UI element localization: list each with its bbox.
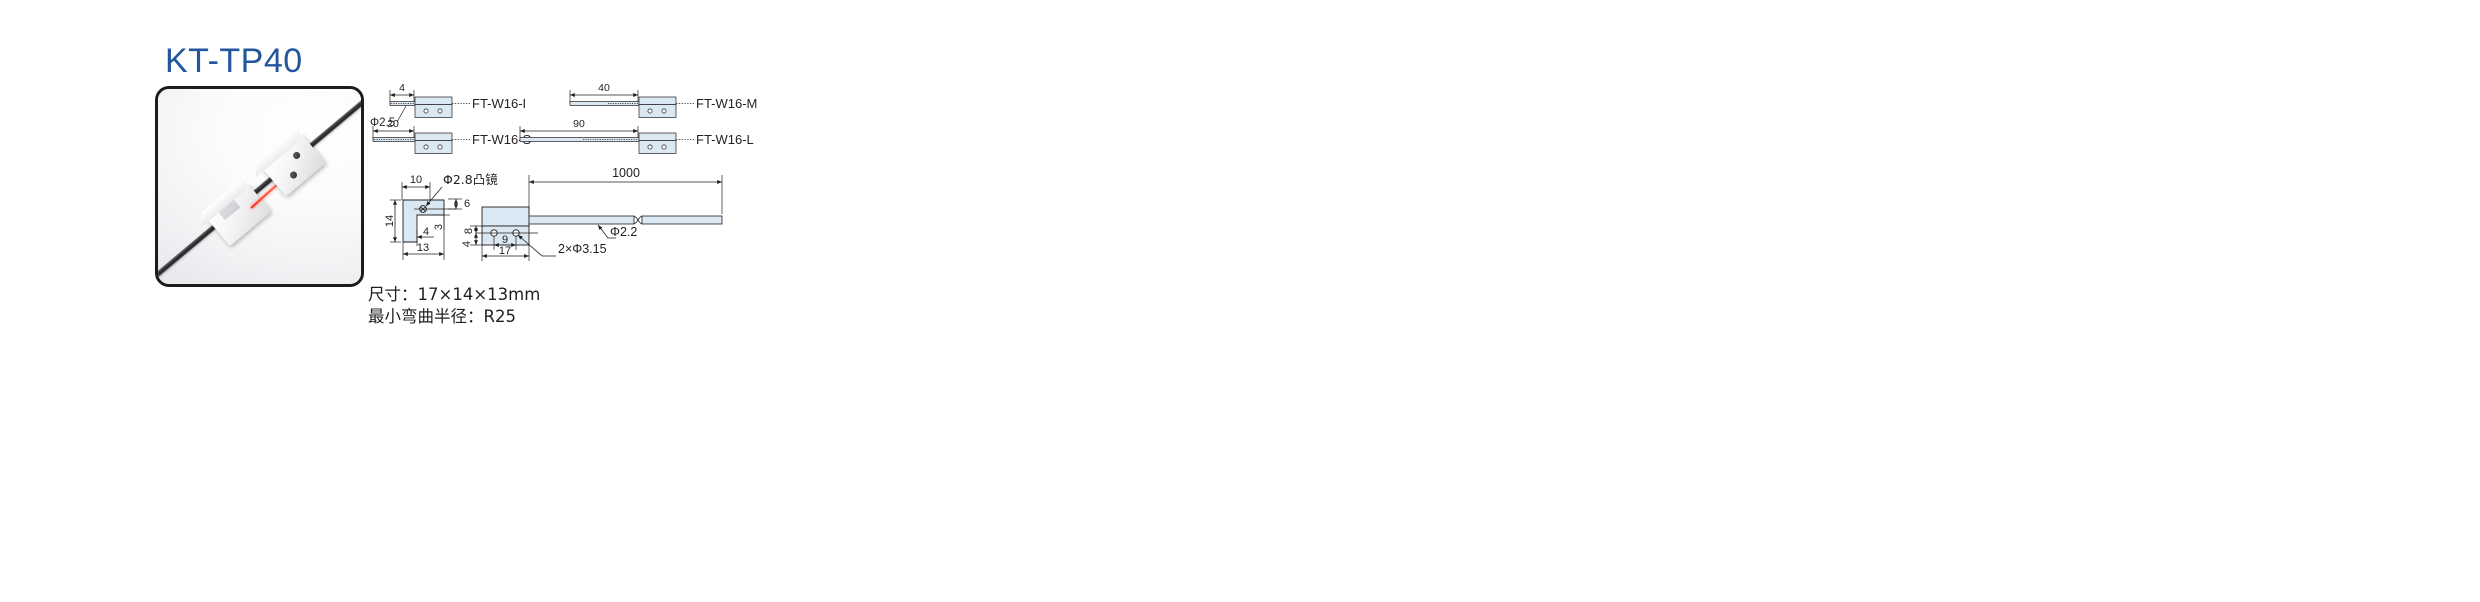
technical-drawings: 4 FT-W16-I Φ2.5 40 xyxy=(370,70,790,340)
dim-label-6: 6 xyxy=(464,198,470,210)
variant-label-ft-w16-m: FT-W16-M xyxy=(696,96,757,111)
dim-label-phi25: Φ2.5 xyxy=(370,117,395,129)
dim-label-20: 20 xyxy=(387,118,399,130)
dim-label-17: 17 xyxy=(499,245,511,257)
dim-label-4-front: 4 xyxy=(461,241,473,247)
variant-drawing-ft-w16-s: 20 FT-W16-S xyxy=(372,118,532,154)
spec-bend-radius: 最小弯曲半径：R25 xyxy=(368,307,516,326)
dim-label-14: 14 xyxy=(384,215,396,227)
variant-label-ft-w16-s: FT-W16-S xyxy=(472,132,532,147)
dim-label-8: 8 xyxy=(463,228,475,234)
variant-drawing-ft-w16-m: 40 FT-W16-M xyxy=(569,82,757,118)
dim-label-10: 10 xyxy=(410,174,422,186)
dim-label-4-foot: 4 xyxy=(423,226,429,238)
dim-label-3: 3 xyxy=(433,224,445,230)
main-front-view: 8 4 9 17 2×Φ3.15 xyxy=(461,166,723,261)
photo-background xyxy=(158,89,361,284)
spec-size: 尺寸：17×14×13mm xyxy=(368,285,541,304)
note-mount-holes: 2×Φ3.15 xyxy=(558,242,607,256)
variant-label-ft-w16-l: FT-W16-L xyxy=(696,132,754,147)
variant-label-ft-w16-i: FT-W16-I xyxy=(472,96,526,111)
dim-label-1000: 1000 xyxy=(612,166,640,180)
fiber-cable xyxy=(158,89,361,284)
note-cable-dia: Φ2.2 xyxy=(610,225,637,239)
dim-label-90: 90 xyxy=(573,118,585,130)
dim-label-13: 13 xyxy=(417,242,429,254)
drawing-svg: 4 FT-W16-I Φ2.5 40 xyxy=(370,82,757,261)
dim-label-9: 9 xyxy=(502,234,508,246)
main-side-view: 10 14 Φ2.8凸镜 6 xyxy=(384,172,498,260)
note-lens: Φ2.8凸镜 xyxy=(443,172,498,187)
page-title: KT-TP40 xyxy=(165,42,303,80)
product-photo xyxy=(155,86,364,287)
variant-drawing-ft-w16-l: 90 FT-W16-L xyxy=(519,118,754,154)
receiver-block xyxy=(201,175,272,247)
variant-drawing-ft-w16-i: 4 FT-W16-I Φ2.5 xyxy=(370,82,526,129)
dim-label-40: 40 xyxy=(598,82,610,94)
dim-label-4: 4 xyxy=(399,82,405,94)
